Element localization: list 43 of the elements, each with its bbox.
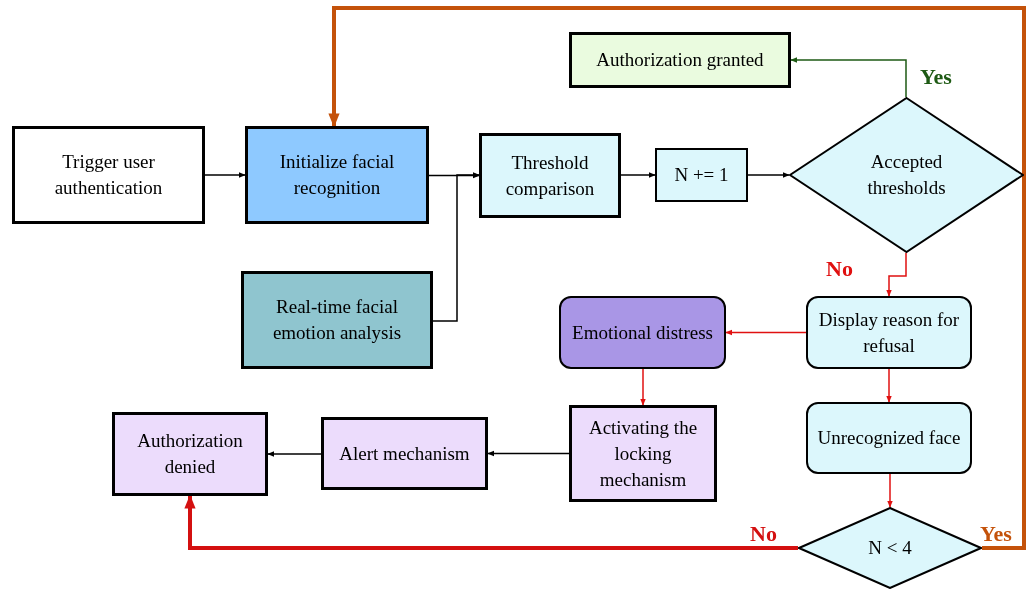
node-text: Trigger user authentication bbox=[53, 150, 164, 200]
arrow bbox=[640, 368, 646, 406]
process-box bbox=[806, 296, 972, 369]
node-text: Unrecognized face bbox=[816, 426, 962, 450]
arrow bbox=[204, 172, 246, 178]
decision-diamond bbox=[789, 97, 1024, 253]
arrow bbox=[328, 6, 1026, 550]
node-text: N < 4 bbox=[868, 536, 912, 560]
node-text: Accepted thresholds bbox=[866, 150, 947, 200]
arrow bbox=[620, 172, 656, 178]
process-box bbox=[479, 133, 621, 218]
process-box bbox=[655, 148, 748, 202]
node-text: Authorization granted bbox=[595, 48, 765, 72]
node-text: Alert mechanism bbox=[338, 441, 471, 466]
arrow bbox=[790, 57, 907, 98]
arrow bbox=[487, 450, 570, 457]
node-text: Emotional distress bbox=[571, 320, 714, 345]
node-text: Display reason for refusal bbox=[817, 307, 961, 358]
node-text: Threshold comparison bbox=[504, 150, 596, 201]
process-box bbox=[559, 296, 726, 369]
process-box bbox=[569, 405, 717, 502]
node-text: Real-time facial emotion analysis bbox=[271, 295, 403, 345]
arrow bbox=[428, 172, 480, 179]
process-box bbox=[806, 402, 972, 474]
node-text: N += 1 bbox=[673, 163, 730, 187]
decision-diamond bbox=[798, 507, 982, 589]
process-box bbox=[569, 32, 791, 88]
arrow bbox=[747, 172, 790, 178]
process-box bbox=[12, 126, 205, 224]
arrow bbox=[886, 252, 907, 297]
process-box bbox=[241, 271, 433, 369]
arrow bbox=[184, 494, 798, 550]
process-box bbox=[112, 412, 268, 496]
arrow bbox=[432, 172, 480, 322]
arrow bbox=[886, 368, 892, 403]
node-text: Initialize facial recognition bbox=[278, 150, 396, 200]
arrow bbox=[887, 473, 893, 508]
node-text: Authorization denied bbox=[136, 429, 244, 479]
node-text: Activating the locking mechanism bbox=[587, 415, 699, 492]
arrow bbox=[725, 329, 807, 336]
arrow bbox=[267, 451, 322, 457]
process-box bbox=[245, 126, 429, 224]
process-box bbox=[321, 417, 488, 490]
